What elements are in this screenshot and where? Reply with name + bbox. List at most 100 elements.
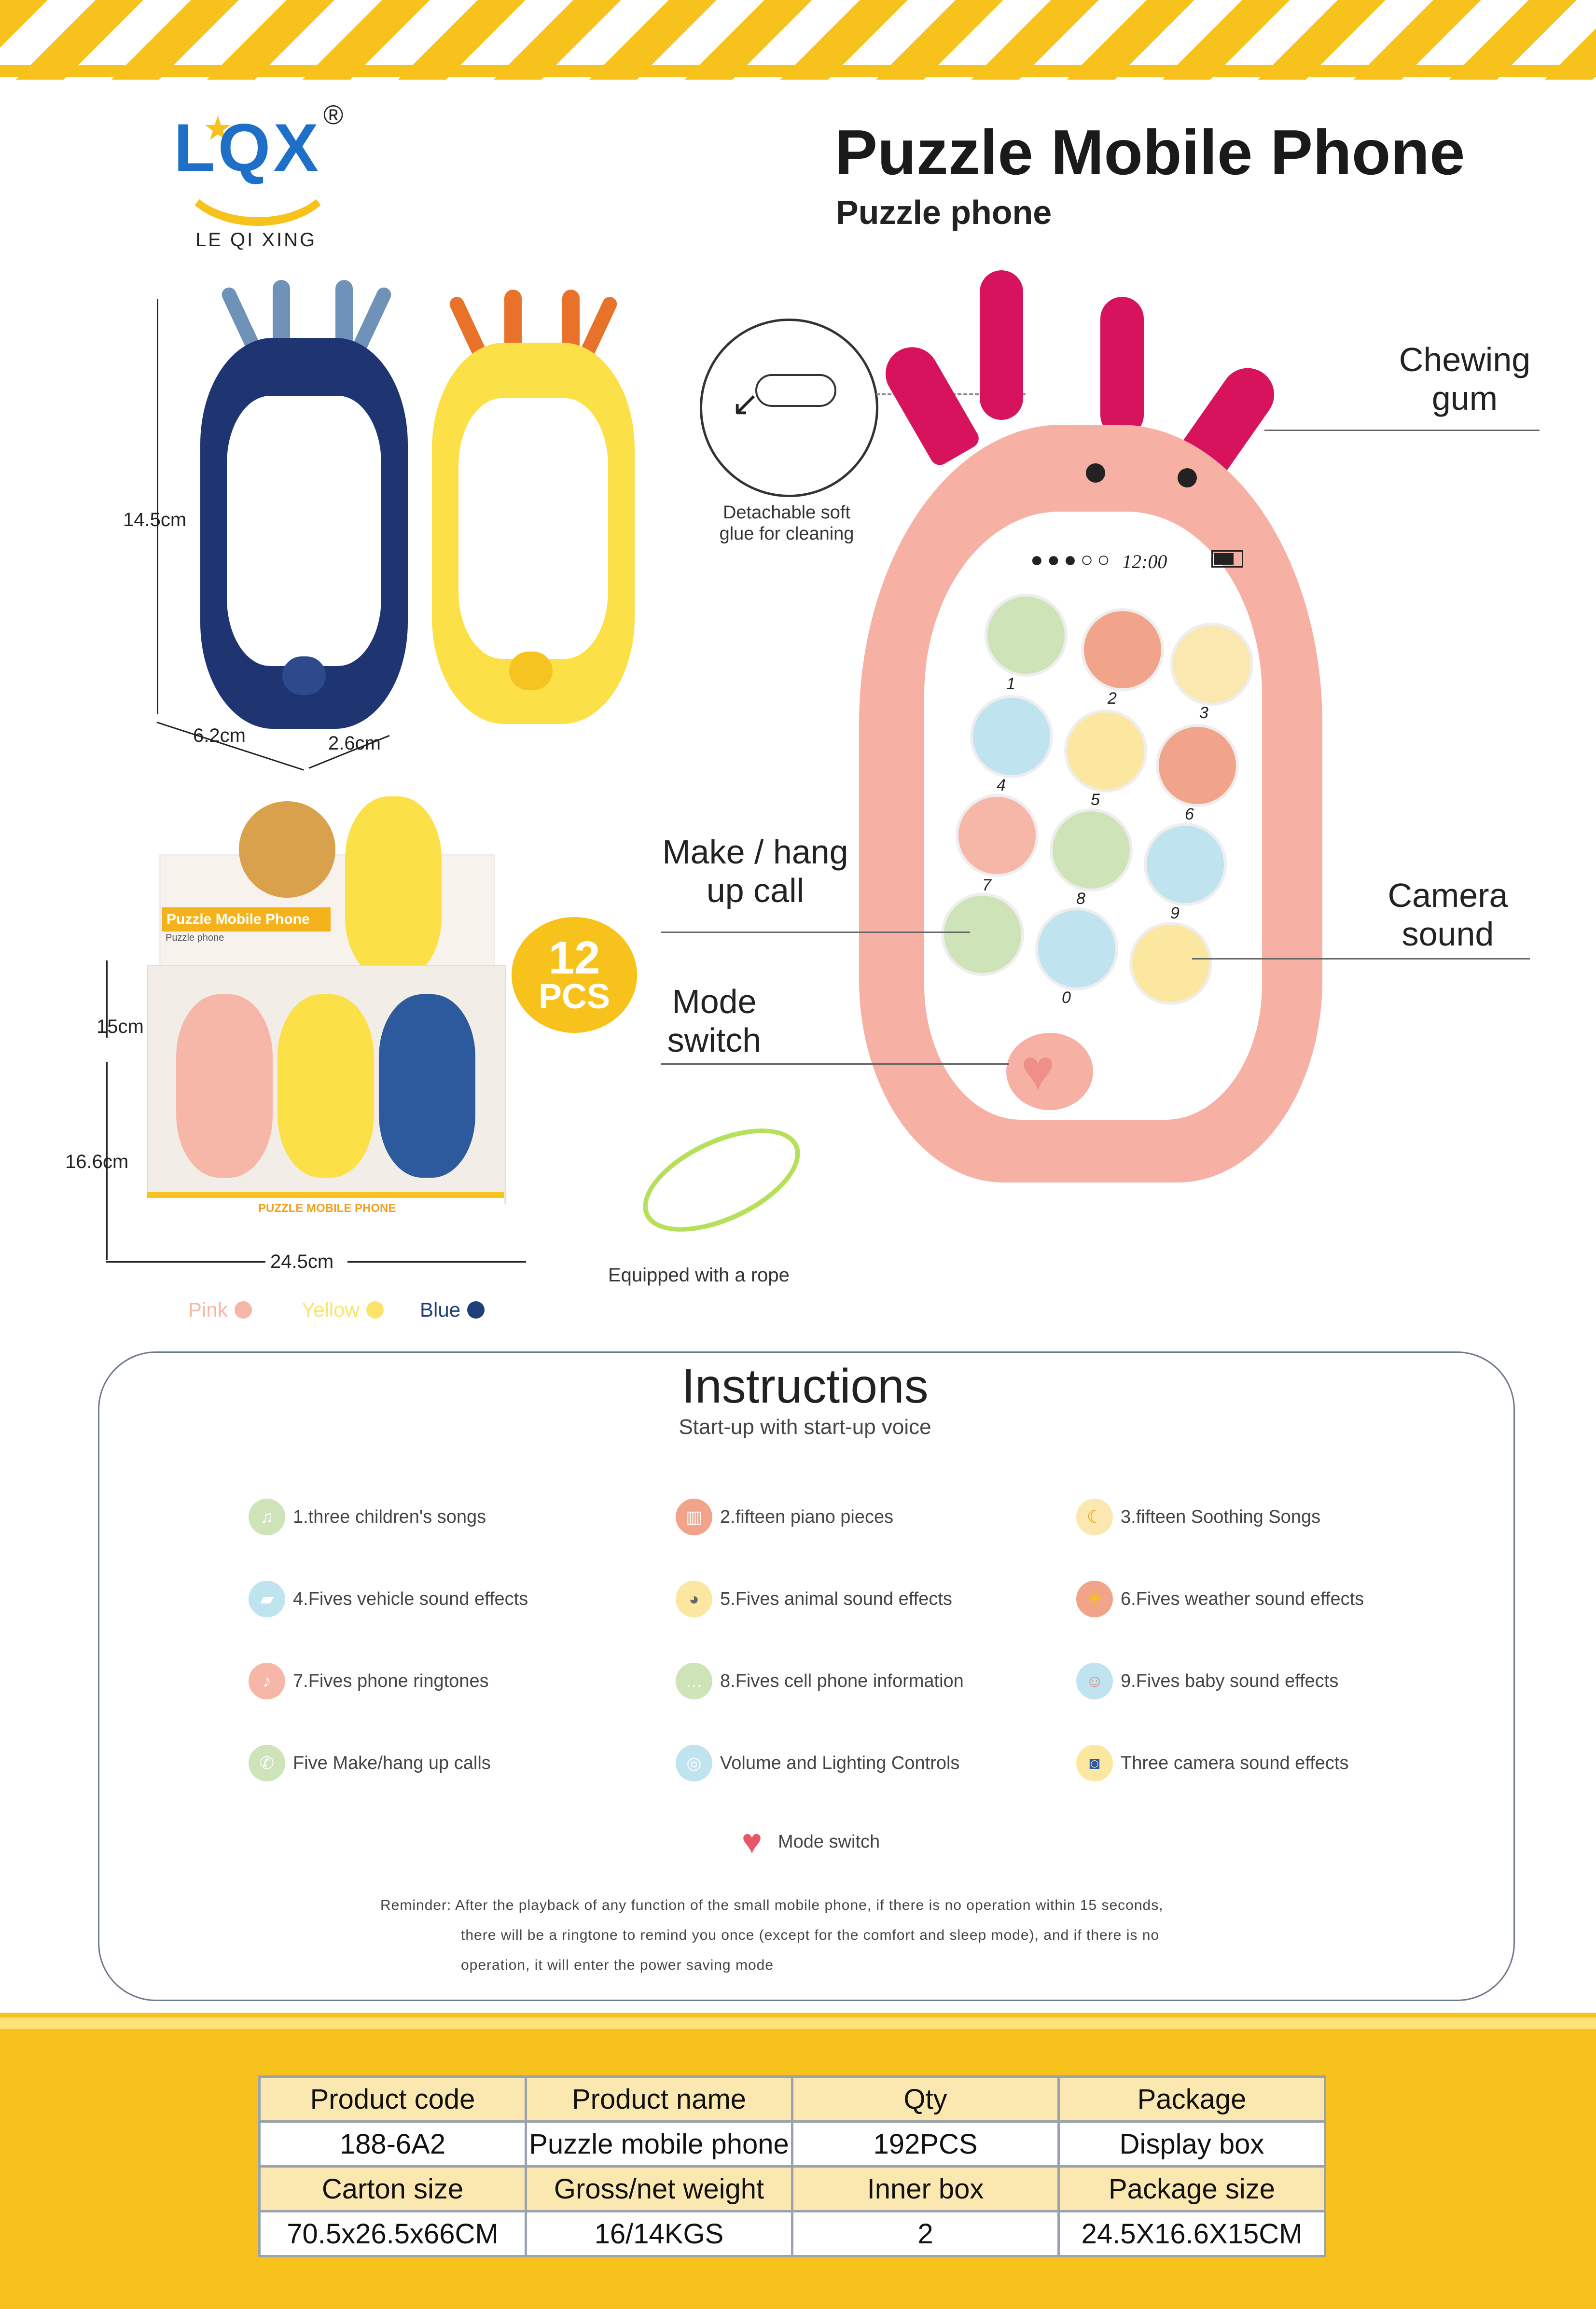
instructions-title: Instructions bbox=[681, 1359, 929, 1413]
key-number: 0 bbox=[1062, 988, 1071, 1007]
key-moon-icon[interactable] bbox=[1170, 623, 1253, 706]
logo-star-icon: ★ bbox=[203, 110, 233, 147]
key-bulb-icon[interactable] bbox=[1035, 907, 1118, 990]
screen-dots: ●●●○○ bbox=[1030, 548, 1114, 571]
spec-header: Product name bbox=[525, 2075, 793, 2123]
box-width-label: 24.5cm bbox=[270, 1251, 334, 1272]
pink-dot-icon bbox=[234, 1301, 252, 1319]
feature-item: …8.Fives cell phone information bbox=[676, 1663, 964, 1699]
car-icon: ▰ bbox=[249, 1581, 285, 1617]
box-height-line bbox=[106, 960, 108, 1038]
piano-icon: ▥ bbox=[676, 1499, 712, 1535]
box-total-height-line bbox=[106, 1062, 108, 1260]
reminder-line-1: Reminder: After the playback of any func… bbox=[380, 1897, 1164, 1913]
feature-item: ♪7.Fives phone ringtones bbox=[249, 1663, 489, 1699]
key-number: 4 bbox=[997, 776, 1006, 794]
key-number: 7 bbox=[982, 876, 991, 894]
heart-icon: ♥ bbox=[1021, 1038, 1055, 1102]
detachable-label: Detachable soft glue for cleaning bbox=[719, 502, 854, 544]
height-dimension-line bbox=[157, 299, 158, 714]
key-phone-icon[interactable] bbox=[941, 893, 1024, 976]
mode-switch-label: Mode switch bbox=[667, 983, 762, 1059]
color-pink-label: Pink bbox=[188, 1298, 228, 1321]
moon-icon: ☾ bbox=[1076, 1499, 1113, 1535]
key-bell-icon[interactable] bbox=[956, 794, 1039, 877]
make-hang-call-line bbox=[661, 932, 970, 933]
spec-header: Carton size bbox=[258, 2165, 527, 2212]
blue-phone-image bbox=[200, 280, 408, 729]
mode-switch-line bbox=[661, 1063, 1009, 1065]
phone-width-label: 6.2cm bbox=[193, 725, 246, 746]
box-front-label: PUZZLE MOBILE PHONE bbox=[258, 1202, 396, 1215]
battery-icon bbox=[1211, 550, 1243, 568]
mode-switch-button[interactable]: ♥ bbox=[1006, 1033, 1093, 1110]
table-row: Product code Product name Qty Package bbox=[258, 2075, 1326, 2123]
phone-depth-label: 2.6cm bbox=[328, 733, 381, 754]
spec-value: 70.5x26.5x66CM bbox=[258, 2210, 527, 2257]
phone-height-label: 14.5cm bbox=[123, 509, 187, 530]
product-title: Puzzle Mobile Phone bbox=[835, 117, 1465, 188]
key-number: 3 bbox=[1199, 704, 1208, 722]
cat-icon: ◕ bbox=[676, 1581, 712, 1617]
chat-icon: … bbox=[676, 1663, 712, 1699]
heart-icon: ♥ bbox=[741, 1822, 763, 1861]
brand-logo: LQX bbox=[174, 110, 321, 185]
feature-item: ✆Five Make/hang up calls bbox=[249, 1745, 491, 1781]
camera-sound-line bbox=[1192, 958, 1530, 960]
key-number: 9 bbox=[1170, 904, 1180, 922]
feature-item: ☾3.fifteen Soothing Songs bbox=[1076, 1499, 1320, 1535]
key-number: 1 bbox=[1006, 675, 1015, 693]
color-option-pink: Pink bbox=[188, 1298, 252, 1321]
reminder-line-3: operation, it will enter the power savin… bbox=[461, 1957, 774, 1973]
key-piano-icon[interactable] bbox=[1081, 608, 1164, 691]
screen-time: 12:00 bbox=[1122, 551, 1167, 572]
table-row: 70.5x26.5x66CM 16/14KGS 2 24.5X16.6X15CM bbox=[258, 2210, 1326, 2257]
spec-value: 24.5X16.6X15CM bbox=[1057, 2210, 1326, 2257]
display-box-image: Puzzle Mobile Phone Puzzle phone PUZZLE … bbox=[142, 796, 509, 1245]
feature-item: ◎Volume and Lighting Controls bbox=[676, 1745, 959, 1781]
table-row: 188-6A2 Puzzle mobile phone 192PCS Displ… bbox=[258, 2120, 1326, 2168]
rope-label: Equipped with a rope bbox=[608, 1265, 790, 1286]
color-option-yellow: Yellow bbox=[302, 1298, 384, 1321]
main-phone-image: ●●●○○ 12:00 1 2 3 4 5 6 7 8 9 0 ♥ bbox=[859, 270, 1322, 1187]
arrow-down-left-icon: ↙ bbox=[731, 385, 760, 422]
product-subtitle: Puzzle phone bbox=[836, 194, 1052, 231]
spec-header: Product code bbox=[258, 2075, 527, 2123]
camera-sound-label: Camera sound bbox=[1388, 876, 1508, 953]
brand-name: LE QI XING bbox=[195, 229, 317, 250]
pcs-badge: 12 PCS bbox=[512, 917, 637, 1033]
music-notes-icon: ♫ bbox=[249, 1499, 285, 1535]
spec-value: 188-6A2 bbox=[258, 2120, 527, 2168]
box-subtitle: Puzzle phone bbox=[166, 932, 224, 943]
key-baby-icon[interactable] bbox=[1144, 823, 1227, 906]
phone-icon: ✆ bbox=[249, 1745, 285, 1781]
instructions-panel bbox=[98, 1351, 1515, 2001]
spec-value: Display box bbox=[1057, 2120, 1326, 2168]
bottom-band-line bbox=[0, 2017, 1596, 2029]
feature-item: ☺9.Fives baby sound effects bbox=[1076, 1663, 1338, 1699]
color-option-blue: Blue bbox=[420, 1298, 485, 1321]
spec-header: Package bbox=[1057, 2075, 1326, 2123]
baby-icon: ☺ bbox=[1076, 1663, 1113, 1699]
key-cat-icon[interactable] bbox=[1064, 709, 1147, 793]
make-hang-call-label: Make / hang up call bbox=[662, 833, 848, 909]
pcs-badge-number: 12 bbox=[548, 932, 600, 984]
spec-table: Product code Product name Qty Package 18… bbox=[258, 2075, 1326, 2257]
feature-item: ▰4.Fives vehicle sound effects bbox=[249, 1581, 528, 1617]
key-car-icon[interactable] bbox=[970, 695, 1053, 778]
feature-item: ◙Three camera sound effects bbox=[1076, 1745, 1348, 1781]
spec-value: Puzzle mobile phone bbox=[525, 2120, 793, 2168]
chewing-gum-label: Chewing gum bbox=[1399, 341, 1531, 417]
key-music-notes-icon[interactable] bbox=[985, 594, 1068, 677]
spec-header: Qty bbox=[791, 2075, 1060, 2123]
key-camera-icon[interactable] bbox=[1129, 922, 1212, 1005]
key-sun-icon[interactable] bbox=[1156, 724, 1239, 807]
spec-value: 2 bbox=[791, 2210, 1060, 2257]
spec-header: Package size bbox=[1057, 2165, 1326, 2212]
box-inner-height-label: 15cm bbox=[97, 1016, 144, 1037]
feature-mode-switch: ♥Mode switch bbox=[734, 1822, 880, 1861]
feature-item: ▥2.fifteen piano pieces bbox=[676, 1499, 893, 1535]
key-chat-icon[interactable] bbox=[1050, 808, 1133, 891]
spec-value: 16/14KGS bbox=[525, 2210, 793, 2257]
spec-header: Inner box bbox=[791, 2165, 1060, 2212]
